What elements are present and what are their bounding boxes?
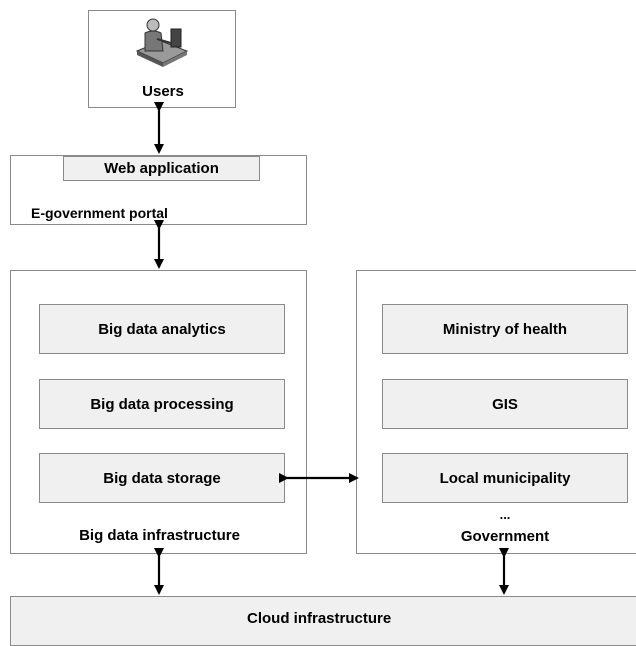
government-label: Government	[460, 528, 550, 545]
users-label: Users	[142, 83, 184, 100]
gis-box: GIS	[382, 379, 628, 429]
big-data-storage-box: Big data storage	[39, 453, 285, 503]
e-government-portal-box: Web application E-government portal	[10, 155, 307, 225]
big-data-analytics-box: Big data analytics	[39, 304, 285, 354]
big-data-infrastructure-box: Big data analytics Big data processing B…	[10, 270, 307, 554]
web-application-box: Web application	[63, 156, 260, 181]
government-ellipsis: ...	[499, 507, 511, 522]
ministry-of-health-box: Ministry of health	[382, 304, 628, 354]
big-data-processing-box: Big data processing	[39, 379, 285, 429]
users-box: Users	[88, 10, 236, 108]
user-at-computer-icon	[135, 18, 189, 67]
big-data-infrastructure-label: Big data infrastructure	[79, 527, 240, 544]
e-government-portal-label: E-government portal	[31, 205, 168, 221]
cloud-infrastructure-box: Cloud infrastructure	[10, 596, 636, 646]
government-box: Ministry of health GIS Local municipalit…	[356, 270, 636, 554]
local-municipality-box: Local municipality	[382, 453, 628, 503]
